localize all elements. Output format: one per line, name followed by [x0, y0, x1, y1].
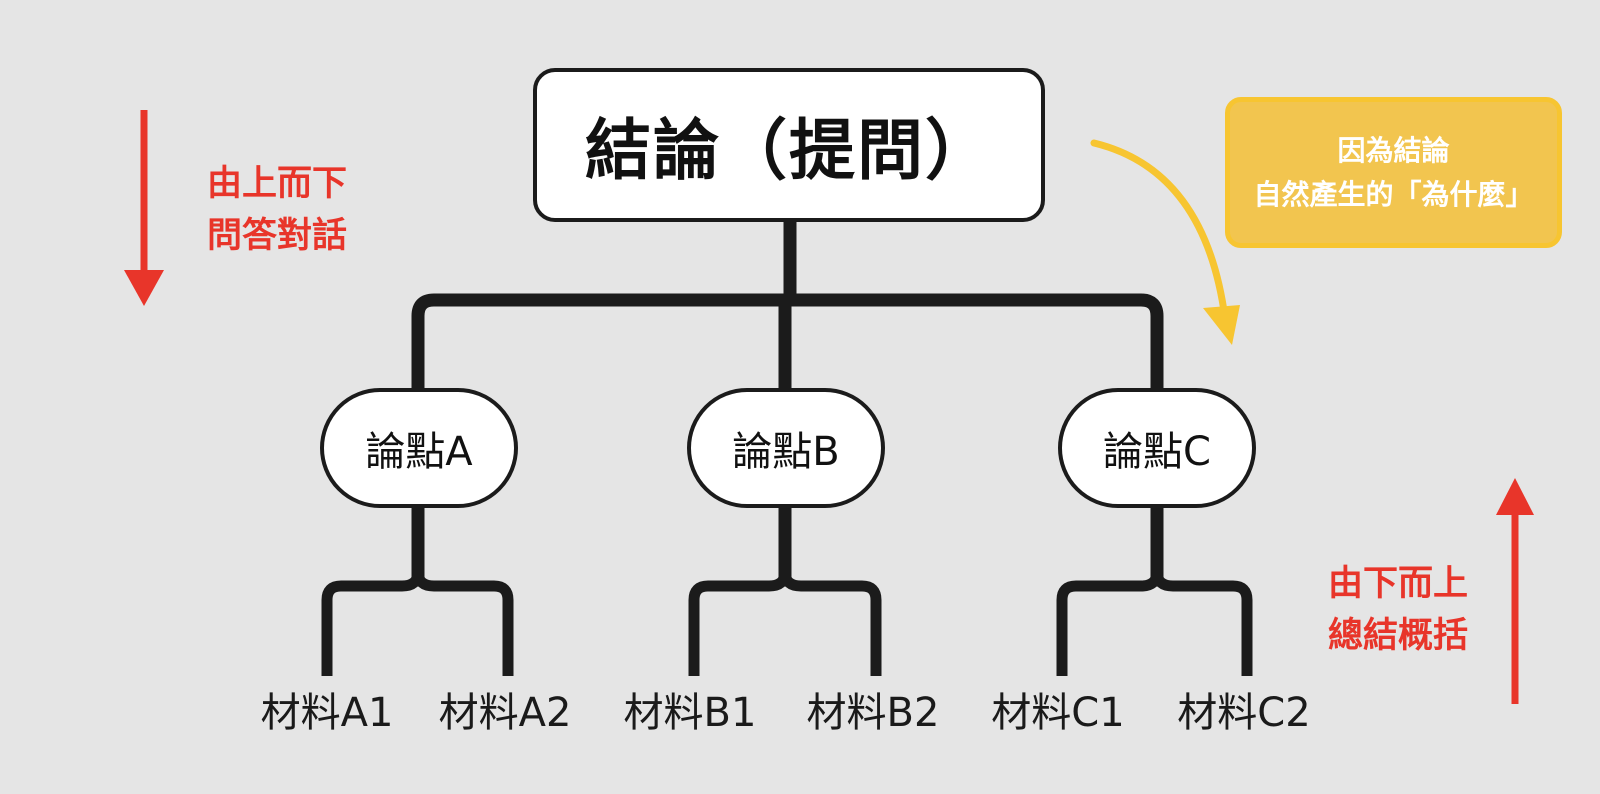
material-c2: 材料C2: [1177, 690, 1311, 736]
why-arrow-head: [1203, 305, 1240, 345]
point-node-a: 論點A: [320, 388, 518, 508]
top-down-arrow-head: [124, 270, 164, 306]
material-c1: 材料C1: [991, 690, 1125, 736]
branch-b-fork: [688, 571, 882, 676]
conclusion-node: 結論（提問）: [533, 68, 1045, 222]
branch-a-fork: [321, 571, 514, 676]
point-label-b: 論點B: [732, 429, 840, 475]
bottom-up-arrow-head: [1496, 478, 1534, 515]
point-node-c: 論點C: [1058, 388, 1256, 508]
why-note-line2: 自然產生的「為什麼」: [1253, 177, 1534, 211]
point-label-c: 論點C: [1103, 429, 1211, 475]
top-down-line2: 問答對話: [207, 216, 348, 256]
point-node-b: 論點B: [687, 388, 885, 508]
material-a2: 材料A2: [438, 690, 572, 736]
branch-c-fork: [1056, 571, 1253, 676]
material-b1: 材料B1: [623, 690, 757, 736]
why-note-line1: 因為結論: [1337, 133, 1450, 167]
material-b2: 材料B2: [806, 690, 940, 736]
conclusion-label: 結論（提問）: [585, 112, 993, 189]
top-down-line1: 由上而下: [207, 164, 348, 204]
point-label-a: 論點A: [365, 429, 473, 475]
why-note: 因為結論 自然產生的「為什麼」: [1225, 97, 1562, 248]
bottom-up-line2: 總結概括: [1328, 616, 1469, 656]
why-arrow-curve: [1090, 139, 1229, 322]
bottom-up-line1: 由下而上: [1328, 564, 1469, 604]
material-a1: 材料A1: [260, 690, 394, 736]
top-down-label: 由上而下 問答對話: [207, 158, 347, 262]
bottom-up-label: 由下而上 總結概括: [1328, 558, 1468, 662]
